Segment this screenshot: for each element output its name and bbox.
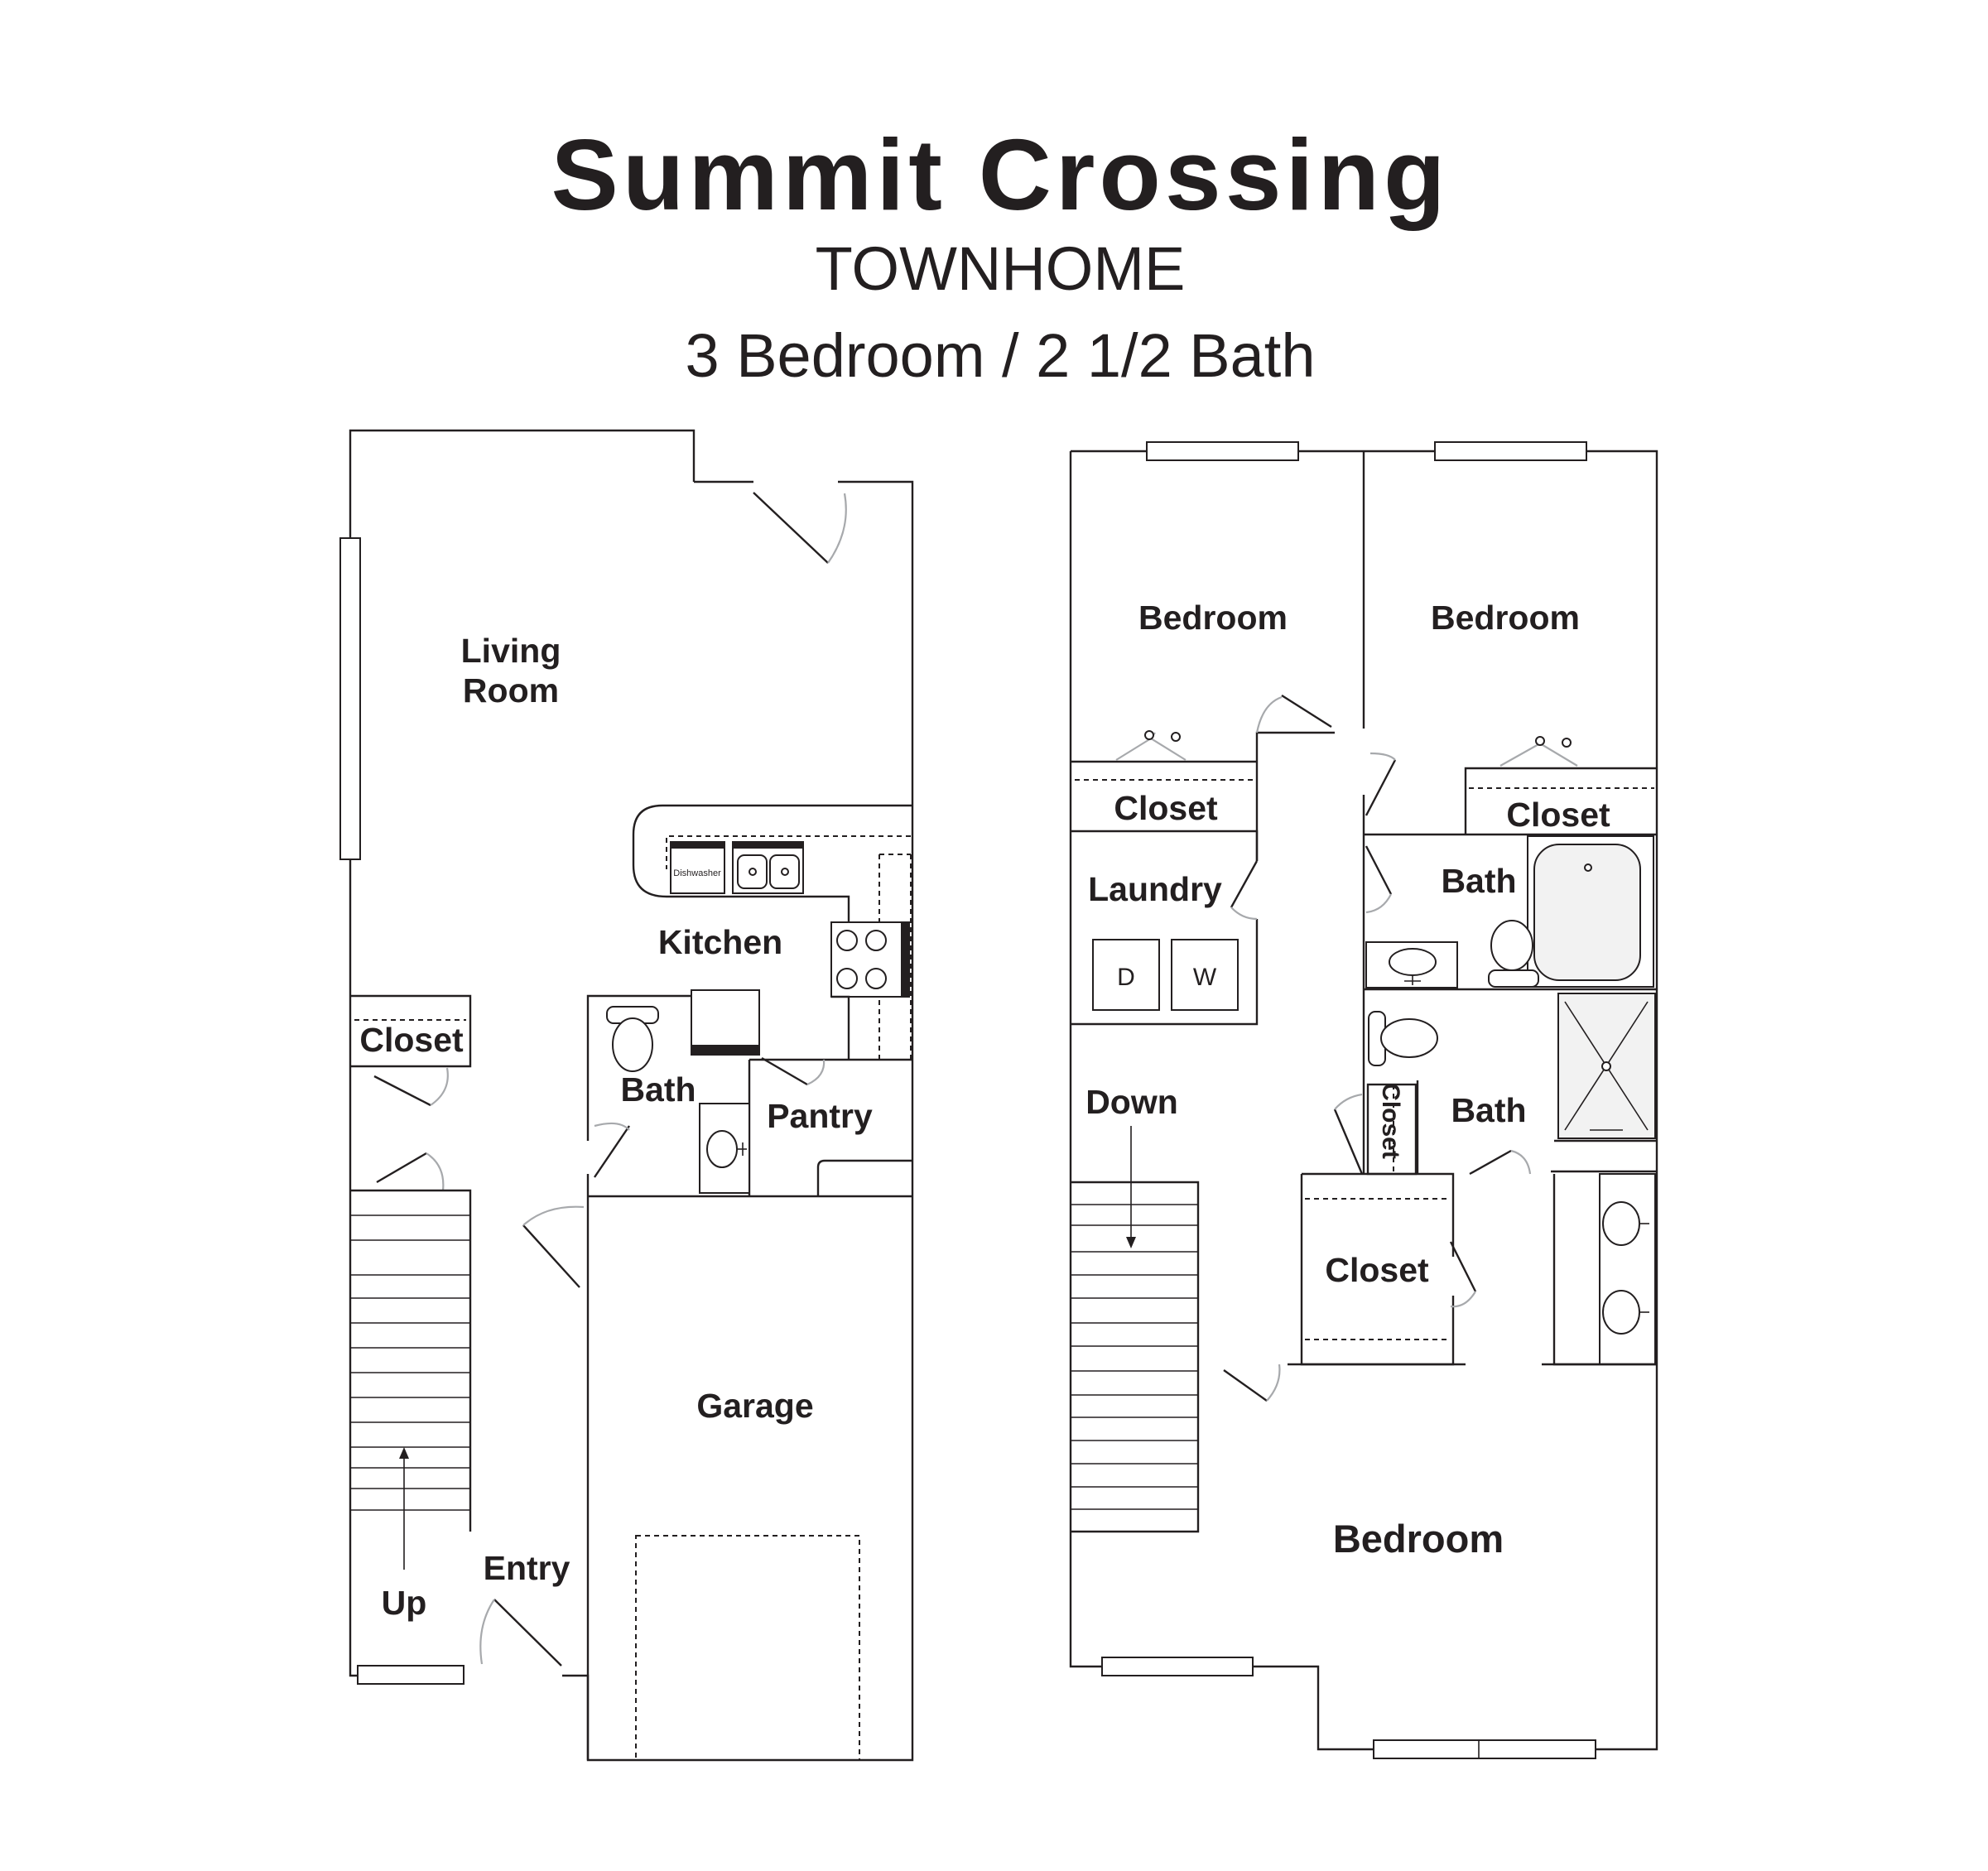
- bath-master-label: Bath: [1451, 1091, 1526, 1129]
- walk-in-closet-label: Closet: [1325, 1251, 1429, 1289]
- master-bedroom-window-right: [1373, 1739, 1596, 1759]
- kitchen-label: Kitchen: [658, 923, 782, 961]
- laundry-room-wall: [1071, 919, 1259, 1026]
- master-bath: [1333, 993, 1657, 1366]
- dishwasher: [670, 841, 725, 894]
- bath-upper-wall: [1364, 833, 1657, 991]
- powder-bath-label: Bath: [620, 1070, 696, 1109]
- kitchen-range: [830, 921, 910, 998]
- garage-wall: [586, 1174, 912, 1760]
- washer: [1171, 939, 1239, 1011]
- bedroom-right-window: [1434, 441, 1587, 461]
- dishwasher-label: Dishwasher: [673, 868, 721, 878]
- living-room-window: [339, 537, 361, 860]
- dryer: [1092, 939, 1160, 1011]
- plan-subtitle: TOWNHOME: [816, 234, 1186, 303]
- bedroom-right-closet: [1464, 767, 1657, 834]
- bedroom-left-window: [1146, 441, 1299, 461]
- hall-closet: [350, 994, 472, 1068]
- entry-label: Entry: [484, 1549, 570, 1587]
- first-floor-stairs: [350, 1189, 472, 1570]
- pantry-label: Pantry: [767, 1097, 873, 1135]
- kitchen-sink: [732, 841, 804, 894]
- master-bedroom-label: Bedroom: [1333, 1517, 1504, 1561]
- entry-window: [357, 1665, 465, 1685]
- plan-title: Summit Crossing: [551, 118, 1449, 231]
- bath-upper-vanity: [1365, 941, 1458, 988]
- living-room-label-line2: Room: [463, 671, 559, 709]
- closet-right-label: Closet: [1506, 796, 1610, 834]
- kitchen-counter: Dishwasher: [632, 804, 912, 1060]
- powder-bath-vanity: [699, 1103, 750, 1194]
- second-floor-stairs: [1071, 1126, 1200, 1533]
- linen-closet-label: Closet: [1377, 1083, 1404, 1159]
- stairs-down-label: Down: [1085, 1083, 1178, 1121]
- bathtub: [1527, 835, 1654, 988]
- dryer-label: D: [1117, 964, 1135, 991]
- second-floor-exterior-wall: [1069, 450, 1658, 1751]
- garage-door-interior: [522, 1224, 580, 1288]
- unit-type: 3 Bedroom / 2 1/2 Bath: [685, 321, 1315, 390]
- hall-closet-label: Closet: [359, 1021, 464, 1059]
- patio-door: [753, 492, 829, 564]
- garage-car-space: [635, 1535, 860, 1761]
- bath-upper-label: Bath: [1441, 862, 1516, 900]
- pantry-shelf: [816, 1159, 912, 1196]
- closet-left-label: Closet: [1114, 789, 1218, 827]
- powder-bath-toilet: [606, 1006, 659, 1072]
- living-room-label-line1: Living: [461, 632, 561, 670]
- front-door: [493, 1599, 562, 1667]
- bath-upper-toilet: [1488, 920, 1539, 988]
- laundry-label: Laundry: [1088, 870, 1222, 908]
- stairs-up-label: Up: [382, 1584, 427, 1622]
- master-bedroom-window-left: [1101, 1657, 1254, 1676]
- washer-label: W: [1193, 964, 1217, 991]
- garage-label: Garage: [696, 1387, 813, 1425]
- refrigerator: [691, 989, 760, 1056]
- bedroom-left-label: Bedroom: [1138, 599, 1288, 637]
- bedroom-right-label: Bedroom: [1431, 599, 1580, 637]
- second-floor-plan: Bedroom Bedroom Closet Closet Laundry D …: [1069, 441, 1658, 1759]
- first-floor-plan: Dishwasher: [339, 429, 914, 1762]
